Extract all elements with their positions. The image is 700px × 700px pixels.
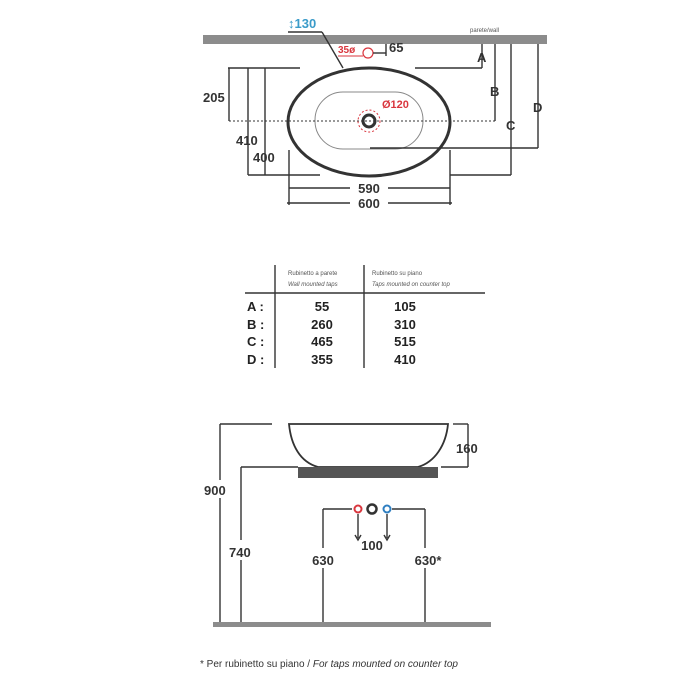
dim-630: 630: [312, 553, 334, 568]
svg-text:C :: C :: [247, 334, 264, 349]
svg-text:465: 465: [311, 334, 333, 349]
svg-text:355: 355: [311, 352, 333, 367]
table-row: C : 465 515: [247, 334, 416, 349]
tap-hole: [362, 47, 374, 59]
footnote: * Per rubinetto su piano / For taps moun…: [200, 659, 458, 670]
dim-900: 900: [204, 483, 226, 498]
hot-water-icon: [353, 504, 363, 514]
ref-c: C: [506, 118, 516, 133]
dimension-table: Rubinetto a parete Wall mounted taps Rub…: [245, 265, 485, 368]
dim-100: 100: [361, 538, 383, 553]
col1-header-it: Rubinetto a parete: [288, 271, 338, 277]
col1-header-en: Wall mounted taps: [288, 282, 338, 288]
side-view: 160 900 740 100 630 630* * Per rubinetto…: [200, 423, 491, 670]
cold-water-icon: [382, 504, 392, 514]
dim-160: 160: [456, 441, 478, 456]
table-row: D : 355 410: [247, 352, 416, 367]
svg-text:55: 55: [315, 299, 329, 314]
ref-d: D: [533, 100, 542, 115]
col2-header-it: Rubinetto su piano: [372, 271, 423, 277]
drain-outline: [357, 109, 381, 133]
floor: [213, 622, 491, 627]
svg-text:A :: A :: [247, 299, 264, 314]
table-row: B : 260 310: [247, 317, 416, 332]
basin-side: [288, 423, 449, 468]
dim-410: 410: [236, 133, 258, 148]
wall: [203, 35, 547, 44]
svg-text:515: 515: [394, 334, 416, 349]
drain-pipe-icon: [366, 503, 378, 515]
drain-icon: [361, 113, 377, 129]
wall-label: parete/wall: [470, 28, 499, 34]
overflow-label: ↕130: [288, 16, 316, 31]
svg-text:260: 260: [311, 317, 333, 332]
drain-label: Ø120: [382, 99, 409, 111]
svg-text:B :: B :: [247, 317, 264, 332]
basin-outline: [286, 66, 452, 178]
dim-630-counter: 630*: [415, 553, 443, 568]
dim-400: 400: [253, 150, 275, 165]
tap-hole-label: 35ø: [338, 45, 356, 56]
dim-205: 205: [203, 90, 225, 105]
ref-b: B: [490, 84, 499, 99]
table-row: A : 55 105: [247, 299, 416, 314]
dim-600: 600: [358, 196, 380, 211]
svg-text:D :: D :: [247, 352, 264, 367]
dim-740: 740: [229, 545, 251, 560]
svg-text:310: 310: [394, 317, 416, 332]
top-view: parete/wall ↕130 35ø 65 Ø120 205 410 400: [203, 16, 547, 211]
col2-header-en: Taps mounted on counter top: [372, 282, 450, 288]
svg-text:105: 105: [394, 299, 416, 314]
svg-text:410: 410: [394, 352, 416, 367]
tap-offset-label: 65: [389, 40, 403, 55]
ref-a: A: [477, 50, 487, 65]
dim-590: 590: [358, 181, 380, 196]
counter-top: [298, 467, 438, 478]
